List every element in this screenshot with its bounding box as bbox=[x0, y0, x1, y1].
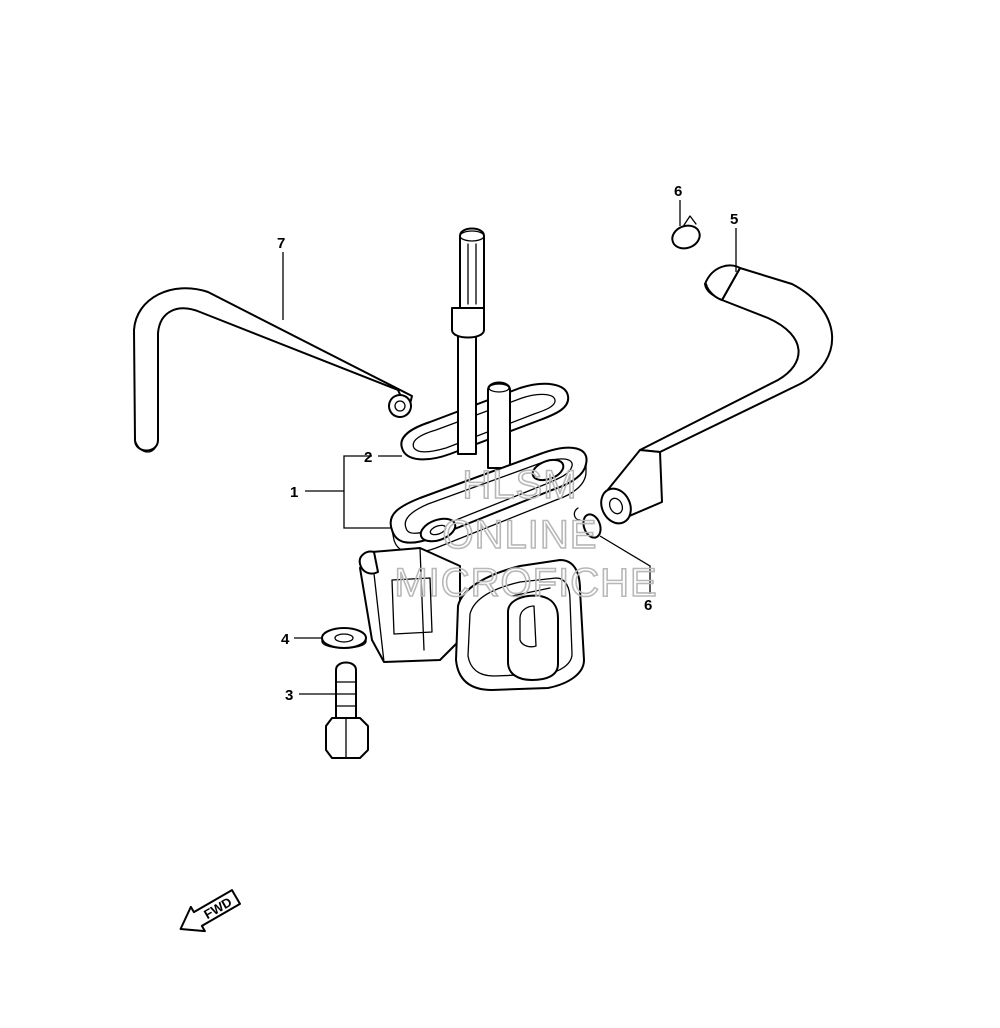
hose-part-5[interactable] bbox=[596, 264, 834, 528]
callout-6-upper[interactable]: 6 bbox=[674, 183, 682, 200]
callout-2[interactable]: 2 bbox=[364, 449, 372, 466]
fwd-arrow-icon: FWD bbox=[179, 889, 241, 933]
callout-4[interactable]: 4 bbox=[281, 631, 290, 648]
callout-5[interactable]: 5 bbox=[730, 211, 738, 228]
callout-6-lower[interactable]: 6 bbox=[644, 597, 652, 614]
bolt-part-3[interactable] bbox=[325, 661, 369, 759]
leader-lines bbox=[282, 200, 737, 695]
hose-part-7[interactable] bbox=[133, 287, 415, 453]
clamp-part-6-lower[interactable] bbox=[573, 507, 603, 540]
watermark-line-3: MICROFICHE bbox=[394, 561, 657, 605]
callouts: 7 5 6 2 1 6 4 3 bbox=[277, 183, 738, 704]
washer-part-4[interactable] bbox=[321, 627, 367, 649]
gasket-part-2[interactable] bbox=[400, 382, 570, 461]
clamp-part-6-upper[interactable] bbox=[669, 215, 703, 252]
callout-7[interactable]: 7 bbox=[277, 235, 285, 252]
watermark: HLSM ONLINE MICROFICHE bbox=[394, 462, 658, 606]
watermark-line-1: HLSM bbox=[462, 463, 577, 507]
callout-1[interactable]: 1 bbox=[290, 484, 298, 501]
watermark-line-2: ONLINE bbox=[443, 513, 598, 557]
fuel-cock-part-1[interactable] bbox=[358, 227, 588, 691]
callout-3[interactable]: 3 bbox=[285, 687, 293, 704]
